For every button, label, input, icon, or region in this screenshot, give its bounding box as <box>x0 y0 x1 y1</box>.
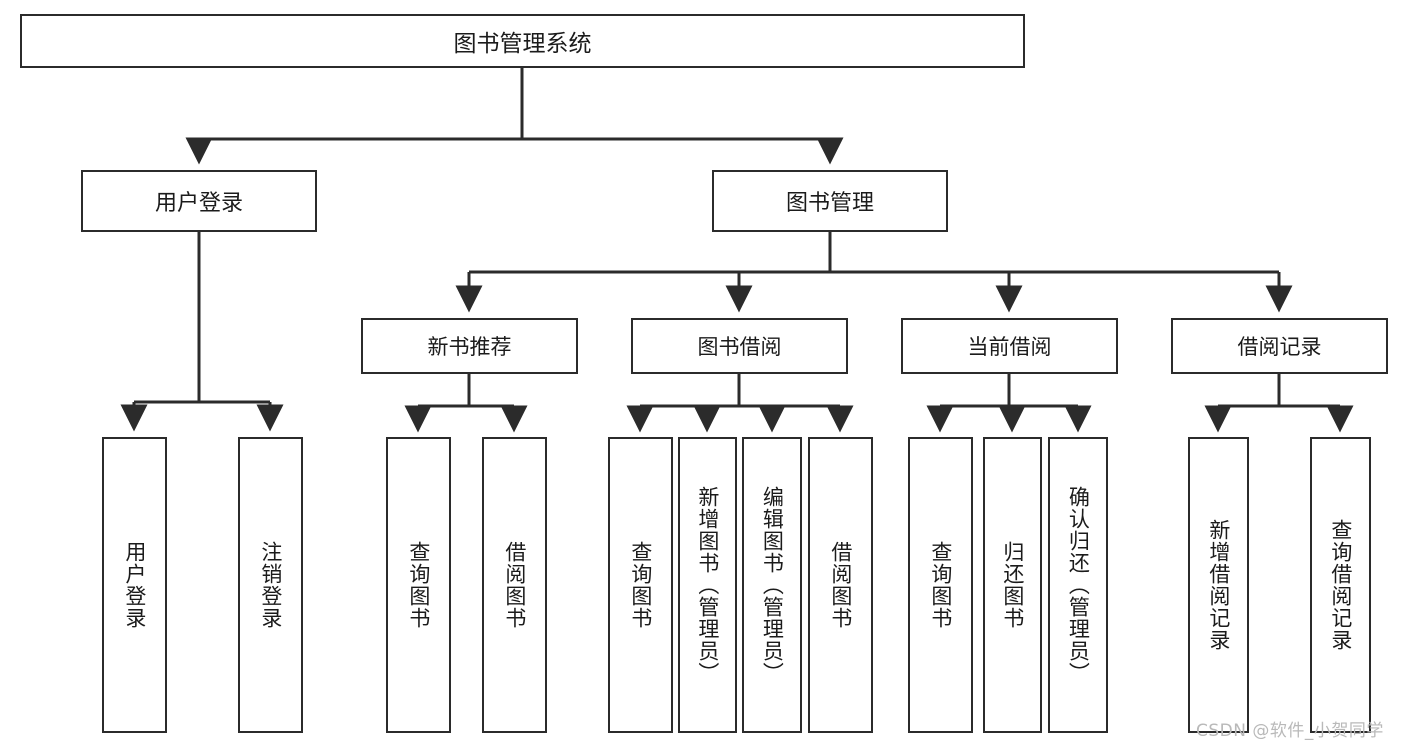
node-leaf-logout-login[interactable]: 注销登录 <box>238 437 303 733</box>
node-leaf-user-login[interactable]: 用户登录 <box>102 437 167 733</box>
node-user-login[interactable]: 用户登录 <box>81 170 317 232</box>
node-leaf-query-record[interactable]: 查询借阅记录 <box>1310 437 1371 733</box>
node-current-borrow-label: 当前借阅 <box>967 335 1052 359</box>
node-book-borrow[interactable]: 图书借阅 <box>631 318 848 374</box>
node-leaf-query-book-2[interactable]: 查询图书 <box>608 437 673 733</box>
node-current-borrow[interactable]: 当前借阅 <box>901 318 1118 374</box>
node-leaf-borrow-book-1[interactable]: 借阅图书 <box>482 437 547 733</box>
node-book-manage-label: 图书管理 <box>785 191 874 216</box>
node-leaf-query-book-1-label: 查询图书 <box>406 541 431 629</box>
node-leaf-confirm-return[interactable]: 确认归还（管理员） <box>1048 437 1108 733</box>
node-leaf-borrow-book-1-label: 借阅图书 <box>502 541 527 629</box>
node-leaf-add-record-label: 新增借阅记录 <box>1206 519 1231 651</box>
node-leaf-query-book-3-label: 查询图书 <box>928 541 953 629</box>
node-leaf-query-record-label: 查询借阅记录 <box>1328 519 1353 651</box>
node-borrow-record-label: 借阅记录 <box>1237 335 1322 359</box>
node-leaf-query-book-2-label: 查询图书 <box>628 541 653 629</box>
node-leaf-confirm-return-label: 确认归还（管理员） <box>1066 486 1091 684</box>
node-new-book-recommend-label: 新书推荐 <box>427 335 512 359</box>
node-leaf-return-book[interactable]: 归还图书 <box>983 437 1042 733</box>
csdn-watermark: CSDN @软件_小贺同学 <box>1196 721 1384 741</box>
node-leaf-return-book-label: 归还图书 <box>1000 541 1025 629</box>
node-leaf-borrow-book-2[interactable]: 借阅图书 <box>808 437 873 733</box>
node-root[interactable]: 图书管理系统 <box>20 14 1025 68</box>
node-leaf-edit-book[interactable]: 编辑图书（管理员） <box>742 437 802 733</box>
node-new-book-recommend[interactable]: 新书推荐 <box>361 318 578 374</box>
node-leaf-add-record[interactable]: 新增借阅记录 <box>1188 437 1249 733</box>
node-leaf-query-book-1[interactable]: 查询图书 <box>386 437 451 733</box>
node-leaf-edit-book-label: 编辑图书（管理员） <box>760 486 785 684</box>
node-book-borrow-label: 图书借阅 <box>697 335 782 359</box>
node-leaf-logout-login-label: 注销登录 <box>258 541 283 629</box>
node-leaf-query-book-3[interactable]: 查询图书 <box>908 437 973 733</box>
node-book-manage[interactable]: 图书管理 <box>712 170 948 232</box>
node-borrow-record[interactable]: 借阅记录 <box>1171 318 1388 374</box>
node-root-label: 图书管理系统 <box>453 31 592 57</box>
node-leaf-user-login-label: 用户登录 <box>122 541 147 629</box>
node-user-login-label: 用户登录 <box>154 191 243 216</box>
node-leaf-add-book-label: 新增图书（管理员） <box>695 486 720 684</box>
node-leaf-add-book[interactable]: 新增图书（管理员） <box>678 437 737 733</box>
node-leaf-borrow-book-2-label: 借阅图书 <box>828 541 853 629</box>
